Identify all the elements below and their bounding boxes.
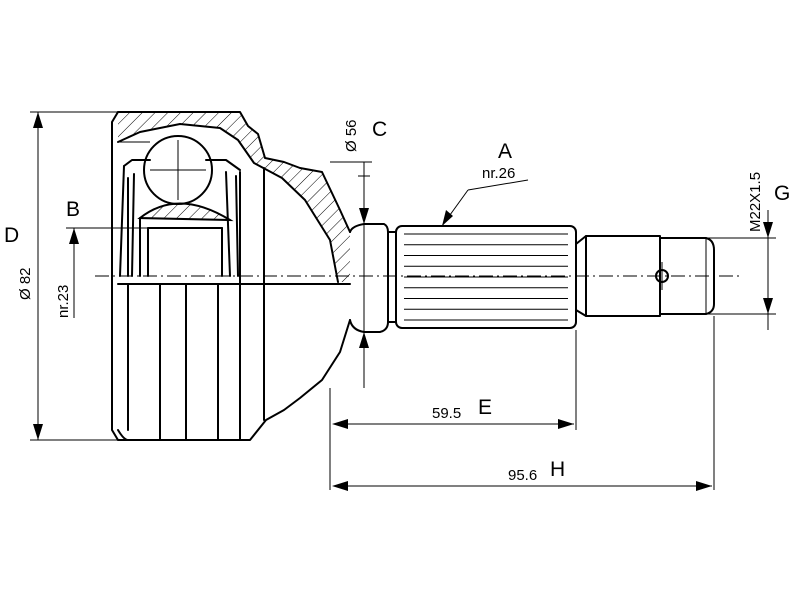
label-D: D [4, 224, 19, 247]
dimension-D-value: Ø 82 [17, 267, 34, 300]
dimension-lines [30, 111, 776, 491]
label-A: A [498, 140, 512, 163]
label-G: G [774, 182, 790, 205]
dimension-B-value: nr.23 [55, 285, 72, 318]
dimension-A-value: nr.26 [482, 165, 515, 182]
threaded-end [575, 235, 715, 317]
hatched-section [117, 112, 350, 283]
label-B: B [66, 198, 80, 221]
spline-lines [404, 233, 568, 321]
label-C: C [372, 118, 387, 141]
dimension-C-value: Ø 56 [343, 119, 360, 152]
dimension-G-value: M22X1.5 [747, 172, 764, 232]
label-E: E [478, 396, 492, 419]
splined-shaft [387, 225, 577, 329]
ball-and-cage [119, 135, 241, 277]
label-H: H [550, 458, 565, 481]
dimension-E-value: 59.5 [432, 405, 461, 422]
dimension-H-value: 95.6 [508, 467, 537, 484]
